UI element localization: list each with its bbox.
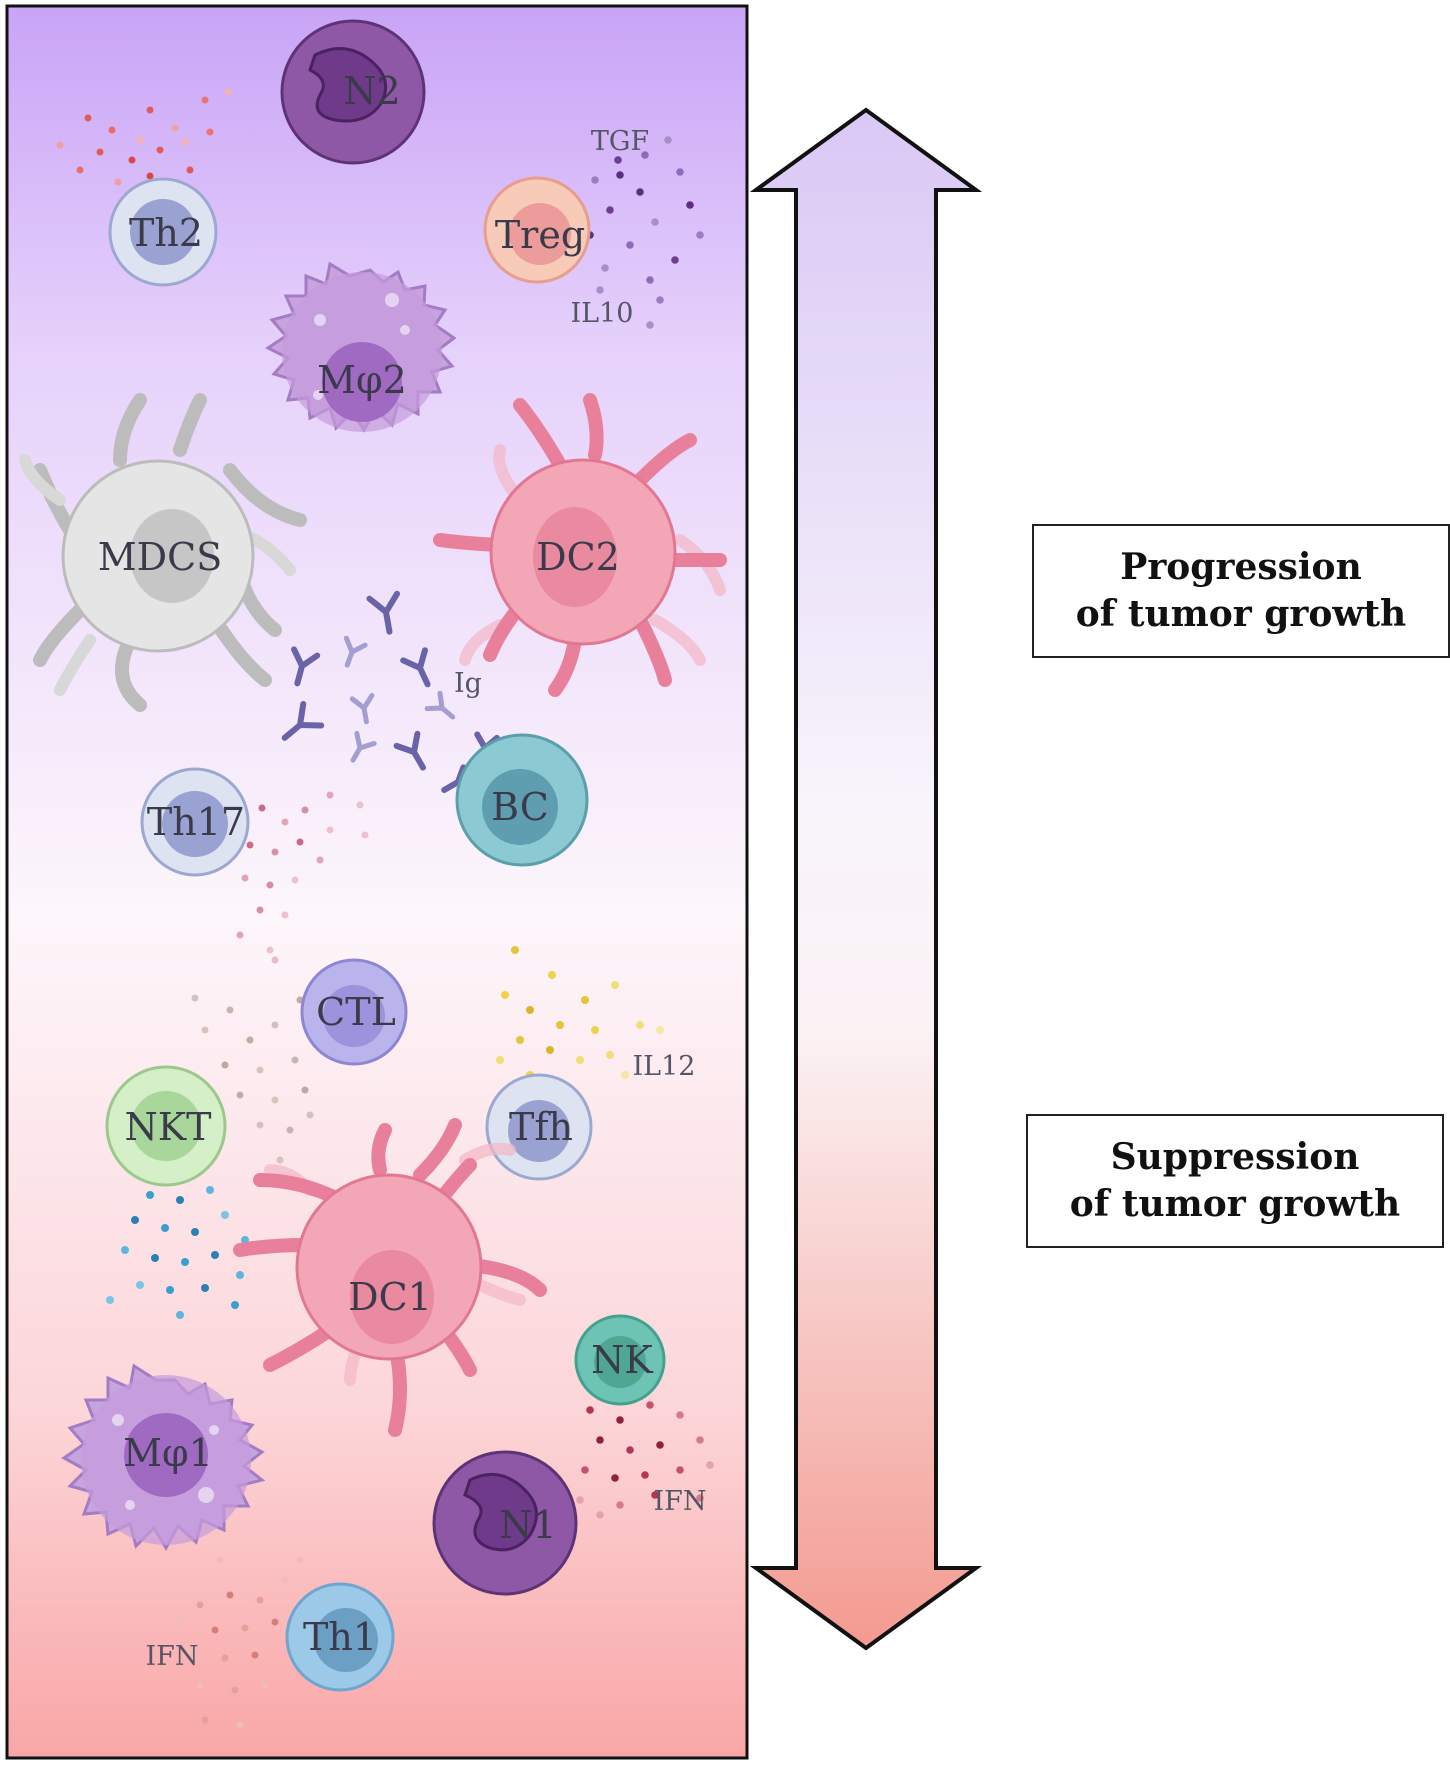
mdcs-cell: MDCS xyxy=(19,393,307,712)
th2-cell: Th2 xyxy=(108,177,218,287)
macrophage-m2-cell: Mφ2 xyxy=(265,261,457,433)
treg-cell: Treg xyxy=(483,176,591,284)
treg-label: Treg xyxy=(495,213,585,257)
il12-label: IL12 xyxy=(633,1051,696,1082)
suppression-label-line1: Suppression xyxy=(1110,1136,1360,1179)
n1-cell: N1 xyxy=(432,1450,578,1596)
tfh-cell: Tfh xyxy=(485,1073,593,1181)
suppression-label-line2: of tumor growth xyxy=(1069,1183,1401,1225)
ifn-label-left: IFN xyxy=(145,1641,198,1672)
nk-label: NK xyxy=(591,1338,653,1382)
n2-label: N2 xyxy=(343,69,400,113)
nk-cell: NK xyxy=(574,1314,666,1406)
ifn-label-right: IFN xyxy=(653,1486,706,1517)
progression-label-line1: Progression xyxy=(1120,546,1362,589)
antibody-cluster-light xyxy=(343,635,456,763)
n2-cell: N2 xyxy=(280,19,426,165)
ctl-cell: CTL xyxy=(300,958,408,1066)
ig-label: Ig xyxy=(454,668,482,699)
cytokine-dots-ctl xyxy=(191,994,324,1164)
th17-cell: Th17 xyxy=(140,767,250,877)
th17-label: Th17 xyxy=(147,800,245,844)
ctl-label: CTL xyxy=(316,990,396,1034)
cytokine-dots-nkt xyxy=(106,1166,249,1319)
macrophage-m2-label: Mφ2 xyxy=(317,358,407,402)
dc1-label: DC1 xyxy=(348,1275,432,1319)
cytokine-dots-th2 xyxy=(56,88,232,199)
progression-label-line2: of tumor growth xyxy=(1075,593,1407,635)
macrophage-m1-label: Mφ1 xyxy=(123,1431,213,1475)
tgf-label: TGF xyxy=(591,126,649,157)
cytokine-dots-nk xyxy=(576,1401,714,1519)
cytokine-dots-treg xyxy=(571,136,704,329)
dc2-label: DC2 xyxy=(536,535,620,579)
nkt-cell: NKT xyxy=(105,1065,227,1187)
il10-label: IL10 xyxy=(571,298,634,329)
n1-label: N1 xyxy=(499,1503,556,1547)
double-headed-arrow xyxy=(749,107,983,1651)
mdcs-label: MDCS xyxy=(98,535,222,579)
th1-cell: Th1 xyxy=(285,1582,395,1692)
dc2-cell: DC2 xyxy=(433,393,727,697)
b-cell-label: BC xyxy=(491,785,549,829)
suppression-label-box: Suppression of tumor growth xyxy=(1026,1114,1444,1248)
tfh-label: Tfh xyxy=(509,1105,573,1149)
b-cell: BC xyxy=(455,733,589,867)
th1-label: Th1 xyxy=(303,1615,377,1659)
macrophage-m1-cell: Mφ1 xyxy=(61,1363,266,1552)
nkt-label: NKT xyxy=(125,1105,212,1149)
progression-label-box: Progression of tumor growth xyxy=(1032,524,1450,658)
cytokine-dots-th1 xyxy=(176,1556,304,1729)
th2-label: Th2 xyxy=(129,211,203,255)
dc1-cell: DC1 xyxy=(233,1118,547,1437)
